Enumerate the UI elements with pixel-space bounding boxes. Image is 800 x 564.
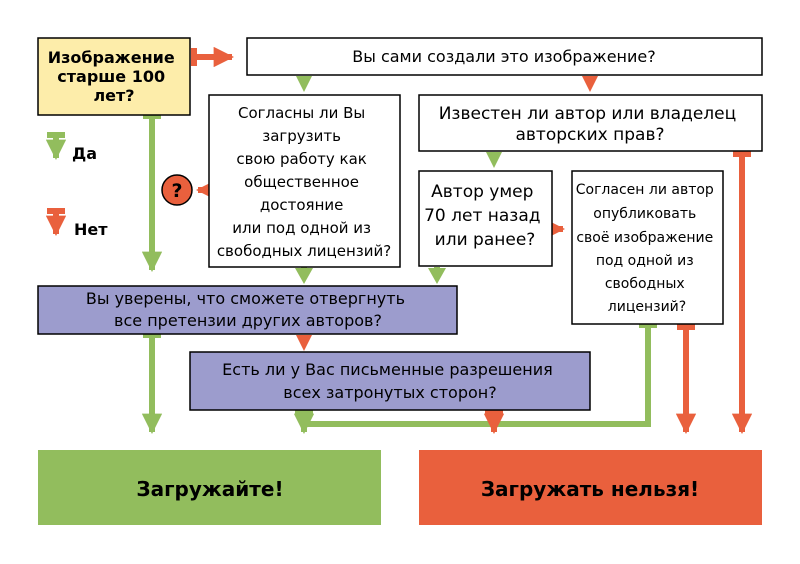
outcome-upload-label: Загружайте! [136,477,283,501]
legend: Да Нет [45,132,108,239]
legend-yes-label: Да [72,144,97,163]
no-connector [296,335,312,351]
question-author-died-text: Автор умер 70 лет назад или ранее? [424,182,546,250]
question-author-agrees-text: Согласен ли автор опубликовать своё изоб… [576,182,719,315]
yes-connector [428,268,446,284]
question-sure-refute-text: Вы уверены, что сможете отвергнуть все п… [86,289,410,330]
no-connector [582,76,598,92]
question-agree-license-text: Согласны ли Вы загрузить свою работу как… [217,104,391,260]
question-self-created: Вы сами создали это изображение? [246,37,763,76]
question-author-known: Известен ли автор или владелец авторских… [418,94,763,152]
yes-connector [296,76,312,92]
question-author-agrees: Согласен ли автор опубликовать своё изоб… [571,170,724,325]
question-author-died: Автор умер 70 лет назад или ранее? [418,170,553,267]
outcome-upload: Загружайте! [38,450,381,525]
question-self-created-text: Вы сами создали это изображение? [352,47,655,66]
start-node: Изображение старше 100 лет? [37,37,191,116]
question-sure-refute: Вы уверены, что сможете отвергнуть все п… [37,285,458,335]
yes-connector [295,268,313,284]
question-written-permission-text: Есть ли у Вас письменные разрешения всех… [222,360,558,402]
outcome-no-upload: Загружать нельзя! [419,450,762,525]
unknown-marker: ? [161,174,193,206]
legend-no: Нет [45,208,108,239]
start-question: Изображение старше 100 лет? [48,48,181,105]
legend-yes: Да [45,132,97,163]
question-written-permission: Есть ли у Вас письменные разрешения всех… [189,351,591,411]
yes-connector [305,325,651,427]
question-author-known-text: Известен ли автор или владелец авторских… [439,104,742,145]
connectors [141,46,753,435]
question-mark-icon: ? [171,180,182,202]
question-agree-license: Согласны ли Вы загрузить свою работу как… [208,94,401,268]
yes-connector [486,152,502,168]
outcome-no-upload-label: Загружать нельзя! [481,477,699,501]
legend-no-label: Нет [74,220,108,239]
